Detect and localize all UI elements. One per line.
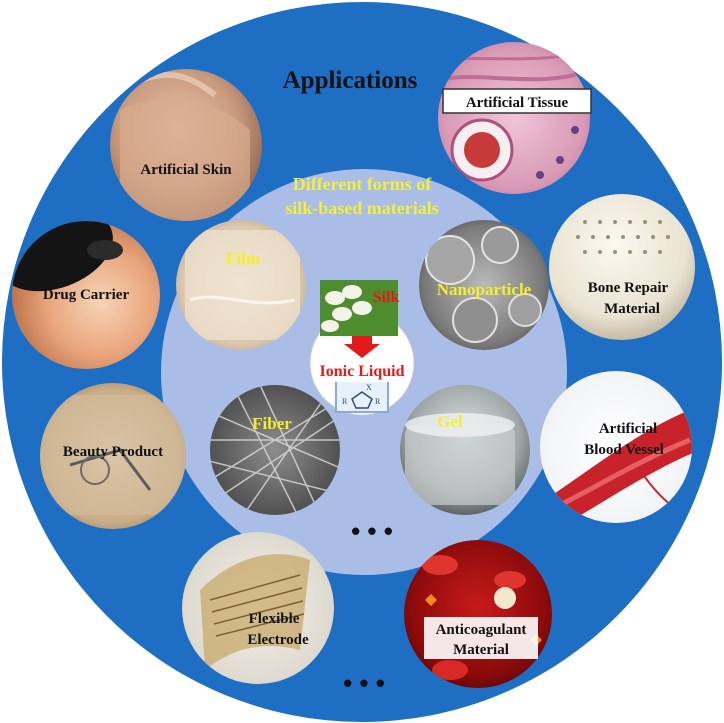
anticoagulant-label-line-1: Anticoagulant [436, 622, 527, 638]
nanoparticle-label: Nanoparticle [437, 280, 532, 299]
artificial-skin-label: Artificial Skin [140, 162, 232, 178]
inner-more-indicator: • • • [351, 516, 393, 546]
center-silk-ionic-liquid: Silk Ionic Liquid X R R [309, 280, 415, 416]
bone-repair-label-line-2: Material [604, 301, 660, 317]
bone-repair-label-line-1: Bone Repair [588, 280, 669, 296]
app-anticoagulant-material: Anticoagulant Material [404, 540, 552, 688]
inner-title-line-1: Different forms of [293, 174, 433, 194]
r2-label: R [375, 397, 381, 406]
form-nanoparticle: Nanoparticle [419, 220, 549, 350]
applications-title: Applications [283, 67, 418, 94]
inner-title-line-2: silk-based materials [285, 198, 439, 218]
app-bone-repair-material: Bone Repair Material [549, 194, 695, 340]
beauty-product-label: Beauty Product [63, 444, 163, 460]
form-gel: Gel [400, 385, 530, 515]
outer-more-indicator: • • • [343, 668, 385, 698]
form-fiber: Fiber [210, 385, 340, 515]
gel-label: Gel [437, 412, 463, 431]
anticoagulant-label-box [424, 617, 538, 659]
flexible-electrode-label-line-1: Flexible [249, 611, 300, 627]
artificial-tissue-label-box [442, 88, 592, 114]
anticoagulant-label-line-2: Material [453, 642, 509, 658]
form-film: Film [176, 220, 306, 350]
flexible-electrode-label-line-2: Electrode [247, 632, 309, 648]
app-artificial-skin: Artificial Skin [110, 69, 262, 221]
ionic-liquid-label: Ionic Liquid [320, 363, 405, 380]
blood-vessel-label-line-2: Blood Vessel [584, 442, 664, 458]
beaker-icon [335, 382, 389, 413]
film-label: Film [226, 249, 260, 268]
artificial-tissue-label: Artificial Tissue [466, 95, 569, 111]
app-flexible-electrode: Flexible Electrode [182, 532, 334, 684]
app-artificial-tissue: Artificial Tissue [438, 42, 592, 194]
imidazolium-ring-icon [351, 391, 373, 409]
r1-label: R [342, 397, 348, 406]
anion-x-label: X [366, 383, 372, 392]
app-drug-carrier: Drug Carrier [12, 221, 160, 369]
down-arrow-icon [344, 336, 380, 358]
drug-carrier-label: Drug Carrier [43, 287, 130, 303]
fiber-label: Fiber [252, 414, 292, 433]
blood-vessel-label-line-1: Artificial [599, 421, 657, 437]
app-beauty-product: Beauty Product [40, 383, 186, 529]
silk-label: Silk [373, 289, 400, 306]
